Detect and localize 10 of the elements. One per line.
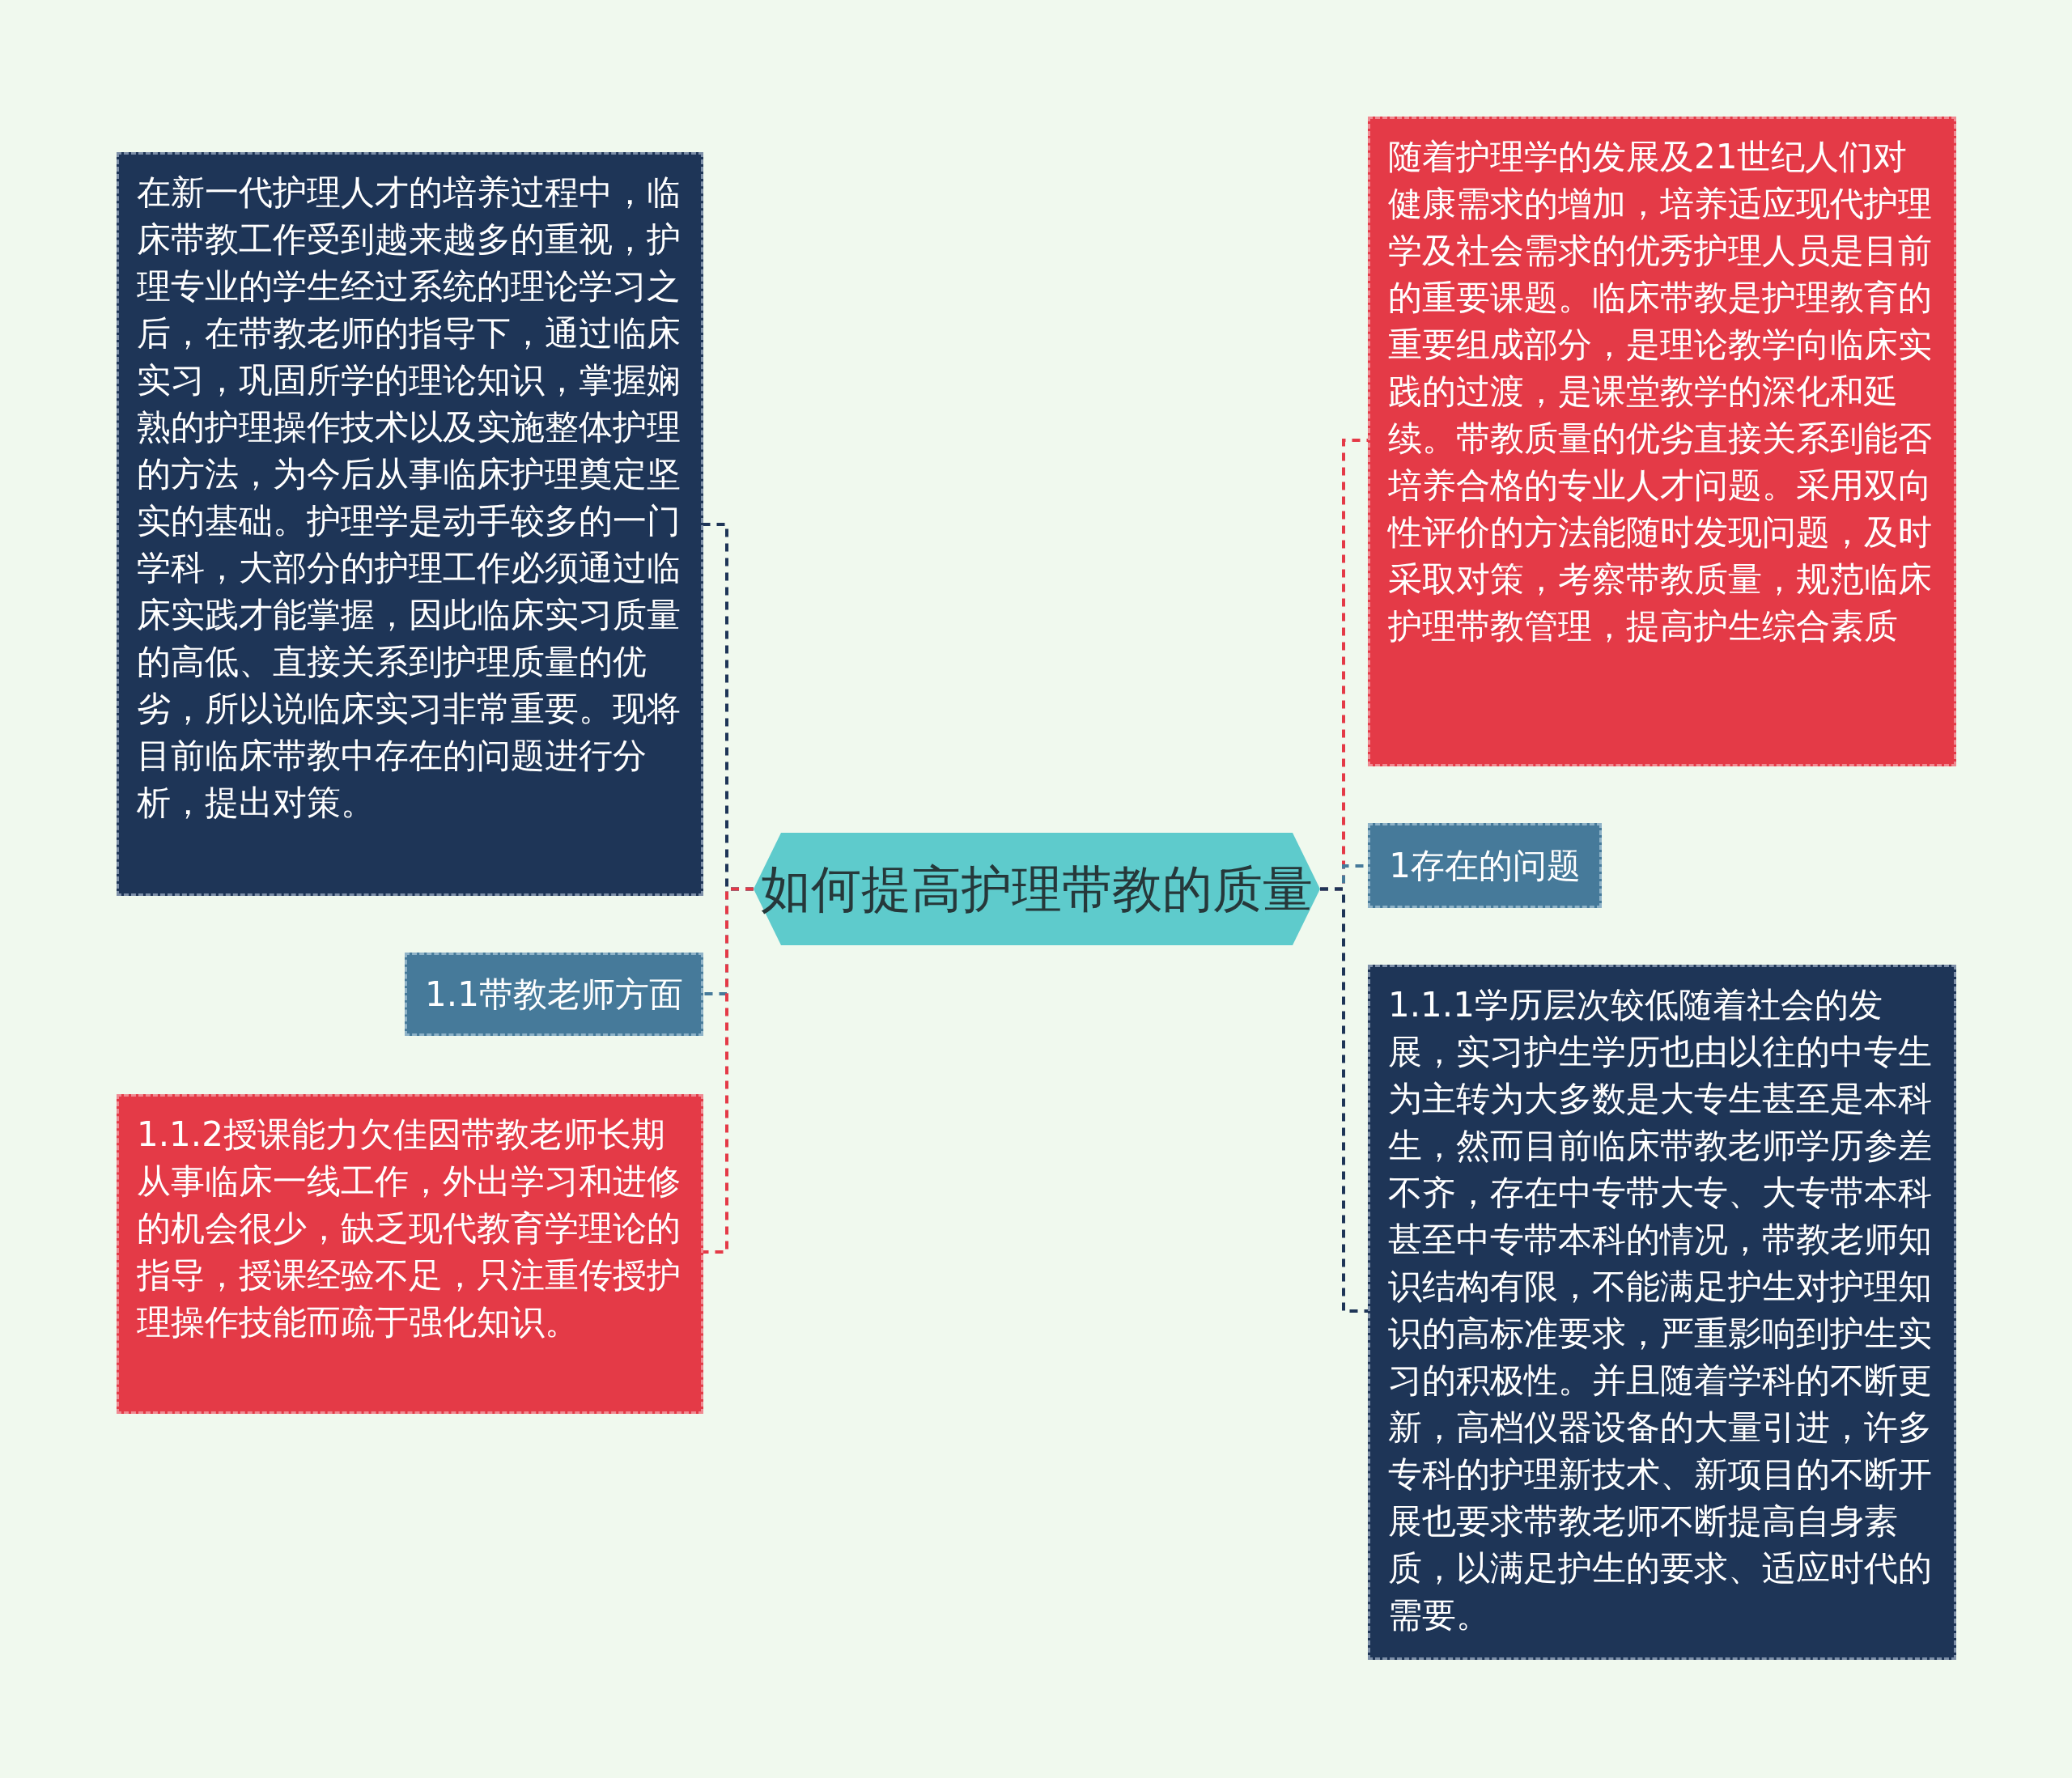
text-box: 在新一代护理人才的培养过程中，临床带教工作受到越来越多的重视，护理专业的学生经过系统的理论学习之后，在带教老师的指导下，通过临床实习，巩固所学的理论知识，掌握娴熟的护理操作技术以及实施整体护理的方法，为今后从事临床护理奠定坚实的基础。护理学是动手较多的一门学科，大部分的护理工作必须通过临床实践才能掌握，因此临床实习质量的高低、直接关系到护理质量的优劣，所以说临床实习非常重要。现将目前临床带教中存在的问题进行分析，提出对策。: [117, 152, 703, 896]
topic-box: 1存在的问题: [1368, 823, 1602, 908]
text-box: 随着护理学的发展及21世纪人们对健康需求的增加，培养适应现代护理学及社会需求的优秀护理人员是目前的重要课题。临床带教是护理教育的重要组成部分，是理论教学向临床实践的过渡，是课堂教学的深化和延续。带教质量的优劣直接关系到能否培养合格的专业人才问题。采用双向性评价的方法能随时发现问题，及时采取对策，考察带教质量，规范临床护理带教管理，提高护生综合素质: [1368, 117, 1956, 766]
connector-line: [703, 887, 754, 1254]
text-box: 1.1.2授课能力欠佳因带教老师长期从事临床一线工作，外出学习和进修的机会很少，缺乏现代教育学理论的指导，授课经验不足，只注重传授护理操作技能而疏于强化知识。: [117, 1094, 703, 1414]
topic-box: 1.1带教老师方面: [405, 953, 703, 1036]
topic-title: 如何提高护理带教的质量: [761, 859, 1313, 919]
text-box: 1.1.1学历层次较低随着社会的发展，实习护生学历也由以往的中专生为主转为大多数是大专生甚至是本科生，然而目前临床带教老师学历参差不齐，存在中专带大专、大专带本科甚至中专带本科的情况，带教老师知识结构有限，不能满足护生对护理知识的高标准要求，严重影响到护生实习的积极性。并且随着学科的不断更新，高档仪器设备的大量引进，许多专科的护理新技术、新项目的不断开展也要求带教老师不断提高自身素质，以满足护生的要求、适应时代的需要。: [1368, 965, 1956, 1660]
connector-line: [1320, 887, 1368, 1313]
topic-hexagon: [754, 833, 1320, 945]
